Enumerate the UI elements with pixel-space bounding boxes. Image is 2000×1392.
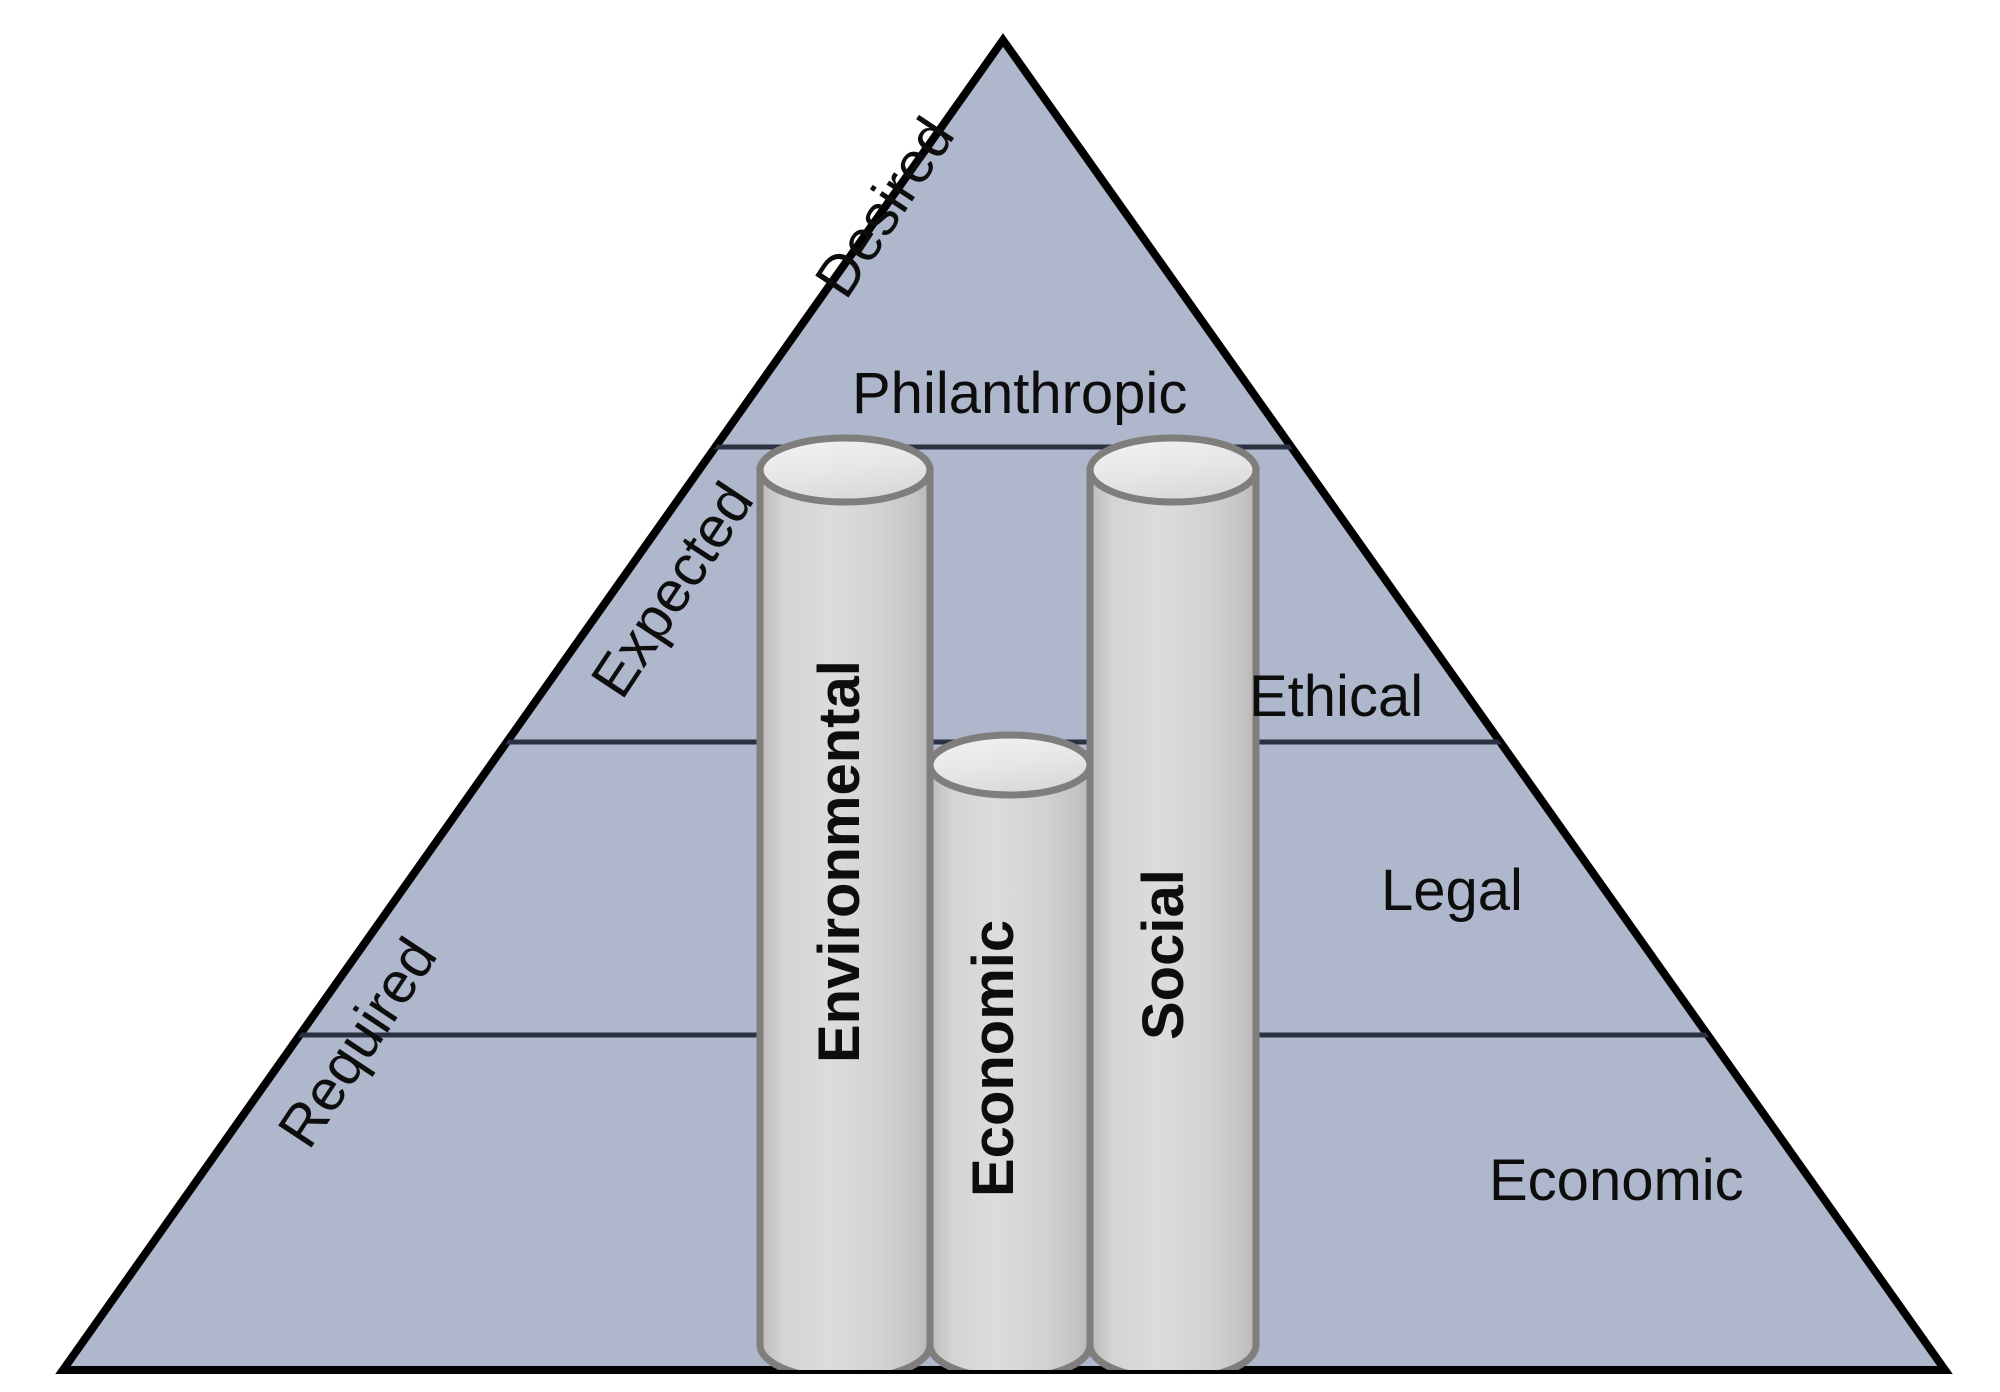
tier-label-economic: Economic bbox=[1489, 1148, 1744, 1213]
tier-label-philanthropic: Philanthropic bbox=[852, 361, 1188, 426]
pillar-label-social: Social bbox=[1131, 869, 1196, 1040]
cylinder-economic bbox=[926, 731, 1094, 1370]
pillar-label-economic: Economic bbox=[961, 919, 1026, 1197]
cylinder-social bbox=[1086, 434, 1260, 1370]
pillar-label-environmental: Environmental bbox=[807, 660, 872, 1063]
cylinder-environmental bbox=[756, 434, 934, 1370]
tier-label-legal: Legal bbox=[1381, 858, 1523, 923]
tier-label-ethical: Ethical bbox=[1249, 664, 1424, 729]
